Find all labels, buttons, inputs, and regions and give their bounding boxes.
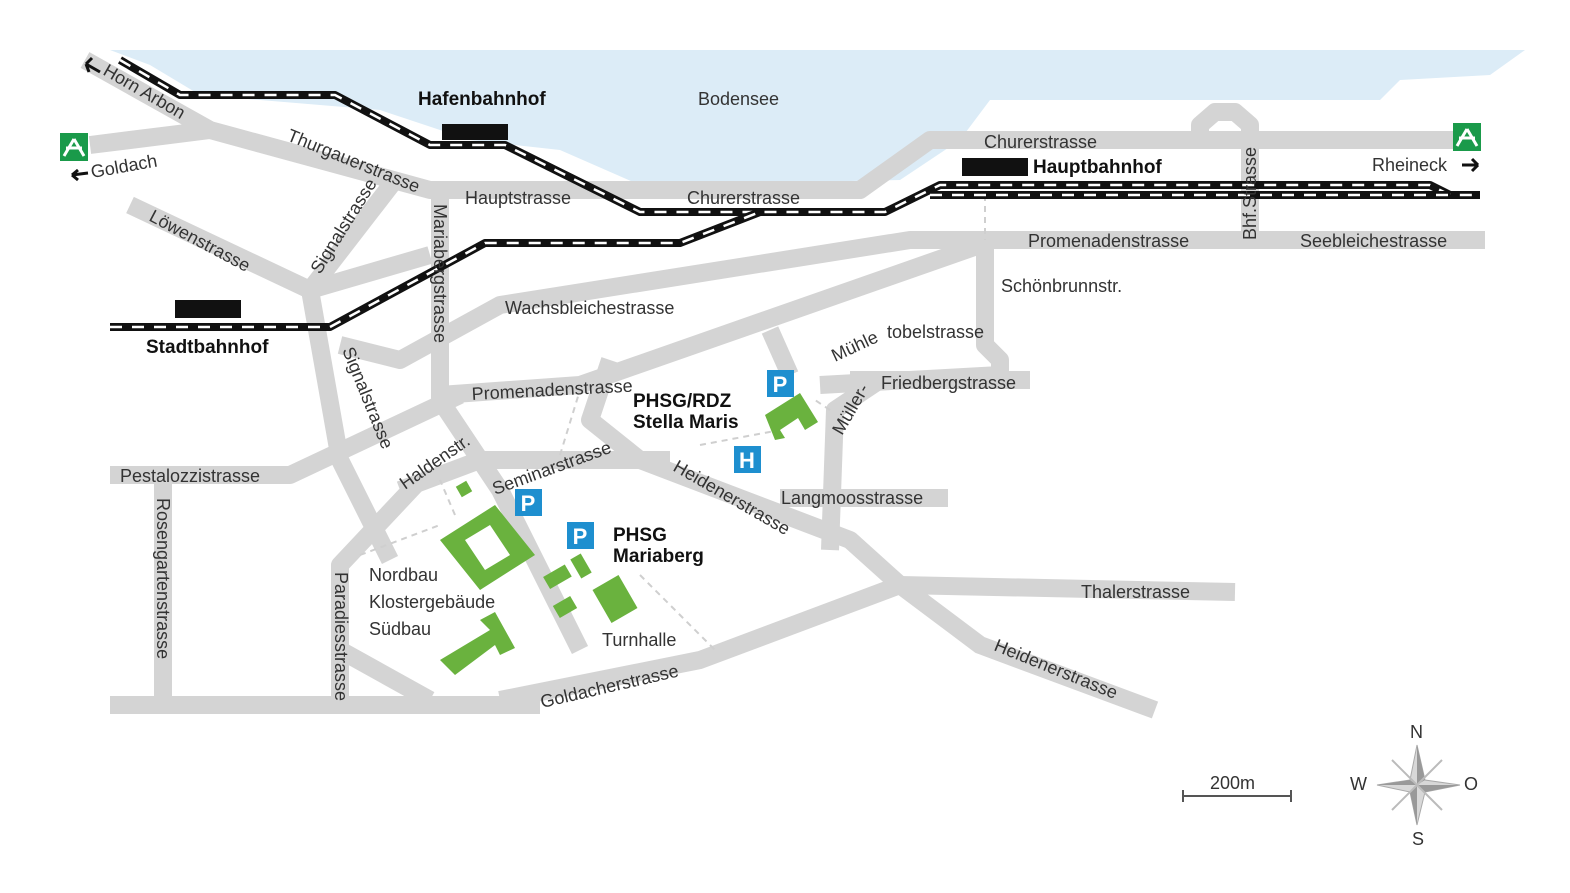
street-churerstrasse-1: Churerstrasse xyxy=(687,188,800,208)
street-thalerstrasse: Thalerstrasse xyxy=(1081,582,1190,602)
arrow-right-icon-rheineck xyxy=(1462,157,1480,173)
street-mariabergstrasse: Mariabergstrasse xyxy=(430,204,450,343)
motorway-icon-west xyxy=(60,133,88,161)
station-stadt-label: Stadtbahnhof xyxy=(146,337,269,358)
station-haupt-label: Hauptbahnhof xyxy=(1033,157,1162,178)
lake-label: Bodensee xyxy=(698,89,779,109)
street-paradiesstrasse: Paradiesstrasse xyxy=(331,572,351,701)
street-wachsbleichestrasse: Wachsbleichestrasse xyxy=(505,298,674,318)
street-rosengartenstrasse: Rosengartenstrasse xyxy=(153,498,173,659)
direction-goldach: Goldach xyxy=(89,151,159,182)
street-promenadenstrasse-1: Promenadenstrasse xyxy=(1028,231,1189,251)
buildings xyxy=(440,393,818,675)
street-seebleichestrasse: Seebleichestrasse xyxy=(1300,231,1447,251)
compass-n: N xyxy=(1410,722,1423,742)
svg-text:P: P xyxy=(521,491,536,516)
campus-rdz-subtitle: Stella Maris xyxy=(633,412,739,433)
svg-text:P: P xyxy=(573,524,588,549)
railways xyxy=(110,56,1480,331)
arrow-left-icon-goldach xyxy=(71,168,89,182)
hospital-icon: H xyxy=(734,446,761,473)
street-heidenerstrasse-2: Heidenerstrasse xyxy=(992,635,1121,703)
lake-bodensee xyxy=(110,50,1525,185)
street-heidenerstrasse-1: Heidenerstrasse xyxy=(670,456,794,539)
street-muehletobelstrasse-2: tobelstrasse xyxy=(887,322,984,342)
street-muehletobelstrasse-1: Mühle xyxy=(828,327,881,366)
building-suedbau-label: Südbau xyxy=(369,619,431,639)
street-friedbergstrasse: Friedbergstrasse xyxy=(881,373,1016,393)
scale-bar: 200m xyxy=(1182,773,1292,802)
compass-s: S xyxy=(1412,829,1424,849)
street-loewenstrasse: Löwenstrasse xyxy=(146,206,253,276)
street-bhf-strasse: Bhf.Strasse xyxy=(1240,147,1260,240)
campus-phsg-subtitle: Mariaberg xyxy=(613,546,704,567)
parking-icon-2: P xyxy=(515,489,542,516)
building-nordbau-label: Nordbau xyxy=(369,565,438,585)
svg-text:P: P xyxy=(773,372,788,397)
parking-icon-1: P xyxy=(767,370,794,397)
motorway-icon-east xyxy=(1453,123,1481,151)
parking-icon-3: P xyxy=(567,522,594,549)
street-pestalozzistrasse: Pestalozzistrasse xyxy=(120,466,260,486)
street-churerstrasse-2: Churerstrasse xyxy=(984,132,1097,152)
building-klostergebaeude-label: Klostergebäude xyxy=(369,592,495,612)
building-turnhalle-label: Turnhalle xyxy=(602,630,676,650)
road-network xyxy=(80,52,1485,719)
direction-rheineck: Rheineck xyxy=(1372,155,1448,175)
station-box-haupt xyxy=(962,158,1028,176)
street-promenadenstrasse-2: Promenadenstrasse xyxy=(471,376,633,404)
arrow-left-icon-horn xyxy=(84,56,101,74)
compass-w: W xyxy=(1350,774,1367,794)
station-hafen-label: Hafenbahnhof xyxy=(418,89,546,110)
station-box-stadt xyxy=(175,300,241,318)
street-langmoosstrasse: Langmoosstrasse xyxy=(781,488,923,508)
campus-rdz-title: PHSG/RDZ xyxy=(633,391,732,412)
compass-rose-icon: N S W O xyxy=(1350,722,1478,849)
svg-text:H: H xyxy=(739,448,755,473)
street-schoenbrunnstr: Schönbrunnstr. xyxy=(1001,276,1122,296)
street-hauptstrasse: Hauptstrasse xyxy=(465,188,571,208)
footpaths xyxy=(359,195,986,651)
station-box-hafen xyxy=(442,124,508,140)
compass-o: O xyxy=(1464,774,1478,794)
scale-label: 200m xyxy=(1210,773,1255,793)
campus-phsg-title: PHSG xyxy=(613,525,667,546)
